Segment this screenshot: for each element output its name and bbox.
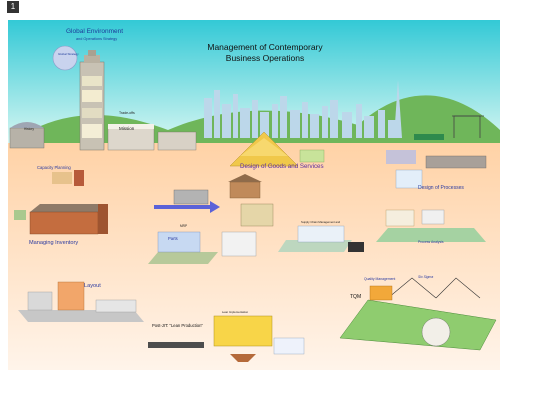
- flow-arrow: [154, 201, 220, 213]
- history-label: History: [24, 127, 34, 131]
- capacity-planning-label: Capacity Planning: [37, 165, 71, 170]
- page-title: Management of Contemporary Business Oper…: [190, 42, 340, 64]
- city-skyline: [204, 80, 402, 138]
- page-title-line2: Business Operations: [225, 53, 305, 63]
- post-jit-label: Post-JIT: "Lean Production": [152, 323, 203, 328]
- lean-illustration: [148, 315, 305, 362]
- hq-tower: [79, 50, 105, 151]
- process-analysis-label: Process Analysis: [418, 240, 444, 244]
- global-environment-subtitle: and Operations Strategy: [76, 37, 118, 41]
- page-number-badge: 1: [7, 1, 19, 13]
- history-building: [9, 122, 45, 149]
- warehouse-right: [386, 150, 487, 169]
- mrp-platform: [148, 231, 257, 264]
- supply-chain-label: Supply Chain Management and: [301, 220, 341, 224]
- six-sigma-label: Six Sigma: [418, 275, 434, 279]
- design-goods-label: Design of Goods and Services: [240, 163, 324, 170]
- mrp-label: MRP: [180, 224, 188, 228]
- lean-implementation-label: Lean Implementation: [222, 310, 249, 314]
- supply-chain-board: [278, 225, 364, 252]
- tqm-label: TQM: [350, 294, 362, 300]
- tqm-platform: [339, 277, 497, 351]
- capacity-illustration: [52, 170, 84, 186]
- global-strategy-label: Global Strategy: [58, 52, 79, 56]
- globe-icon: [52, 45, 78, 71]
- parts-label: Parts: [168, 236, 178, 241]
- design-pyramid: [229, 131, 325, 167]
- factory-center: [173, 174, 274, 227]
- global-environment-label: Global Environment: [66, 28, 124, 35]
- page-title-line1: Management of Contemporary: [207, 42, 323, 52]
- operations-illustration: Management of Contemporary Business Oper…: [8, 20, 500, 370]
- mission-building: [107, 124, 197, 151]
- layout-label: Layout: [84, 283, 101, 289]
- port-cranes: [452, 115, 484, 138]
- freight-train: [414, 134, 444, 140]
- mission-label: Mission: [119, 126, 135, 131]
- scene-artwork: [8, 20, 500, 370]
- managing-inventory-label: Managing Inventory: [29, 240, 79, 246]
- quality-management-label: Quality Management: [364, 277, 396, 281]
- inventory-warehouse: [14, 204, 108, 235]
- layout-illustration: [18, 281, 144, 322]
- process-analysis-platform: [376, 169, 486, 242]
- design-processes-label: Design of Processes: [418, 185, 464, 191]
- trade-offs-label: Trade-offs: [119, 111, 135, 115]
